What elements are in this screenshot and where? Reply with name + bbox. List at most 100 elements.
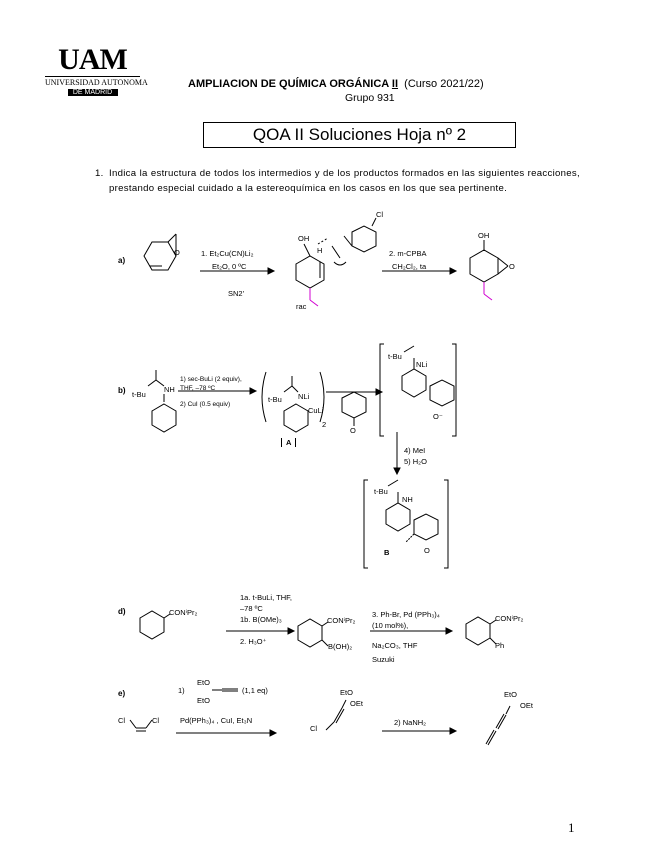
boronic-amide: CONⁱPr₂ <box>327 616 356 625</box>
alkyne <box>487 730 497 746</box>
peracid <box>343 235 353 247</box>
reagent-e1-equiv: (1,1 eq) <box>242 686 268 695</box>
alkyne <box>333 707 343 723</box>
reagent-eto-bottom: EtO <box>197 696 210 705</box>
phenyl-ring <box>151 403 177 433</box>
product-B-label: B <box>384 548 390 557</box>
bracket-left <box>379 343 384 437</box>
methyl-bond <box>405 533 415 543</box>
product-eto: EtO <box>504 690 517 699</box>
reagent-b2: 2) CuI (0.5 equiv) <box>180 401 231 408</box>
racemic-label: rac <box>296 302 307 311</box>
reaction-e-label: e) <box>118 689 126 698</box>
course-title: AMPLIACION DE QUÍMICA ORGÁNICA II (Curso… <box>188 78 484 90</box>
intermediate-A-label: A <box>281 438 297 447</box>
reagent-b1-conditions: THF, –78 ºC <box>180 385 216 392</box>
carbonyl-chain <box>147 379 157 387</box>
suzuki-label: Suzuki <box>372 655 395 664</box>
reagent-a2-conditions: CH₂Cl₂, ta <box>392 262 427 271</box>
reaction-d-label: d) <box>118 607 126 616</box>
intermediate-eto: EtO <box>340 688 353 697</box>
product-tbu: t-Bu <box>374 487 388 496</box>
alkyne <box>497 714 507 730</box>
enolate-o-minus: O⁻ <box>433 412 443 421</box>
intermediate-oet: OEt <box>350 699 363 708</box>
aryl-ring <box>283 403 309 433</box>
alkyne <box>485 729 495 745</box>
product-oh: OH <box>478 231 490 240</box>
oh-bond <box>303 243 311 257</box>
course-name: AMPLIACION DE QUÍMICA ORGÁNICA <box>188 78 392 90</box>
carbonyl-chain <box>387 479 399 487</box>
vinyl-bond <box>129 719 137 729</box>
arrowhead <box>393 467 401 476</box>
enolate-nli: NLi <box>416 360 428 369</box>
reagent-d1b: 1b. B(OMe)₃ <box>240 615 282 624</box>
reagent-b4: 4) MeI <box>404 446 426 455</box>
arrowhead <box>449 267 458 275</box>
carbonyl-chain <box>403 345 415 353</box>
product-oet: OEt <box>520 701 533 710</box>
cyclohexenone-o: O <box>350 426 356 435</box>
reagent-e2: 2) NaNH₂ <box>394 718 427 727</box>
product-ring <box>469 249 499 283</box>
epoxide-bond <box>167 233 177 243</box>
question-text: Indica la estructura de todos los interm… <box>109 168 580 194</box>
intermediate-tbu: t-Bu <box>268 395 282 404</box>
reaction-a-label: a) <box>118 256 126 265</box>
intermediate-culi: CuLi <box>308 406 324 415</box>
tbu-label: t-Bu <box>132 390 146 399</box>
course-roman: II <box>391 78 399 90</box>
arrowhead <box>249 387 258 395</box>
question-number: 1. <box>95 168 104 179</box>
epoxide-bond <box>497 257 509 267</box>
reagent-d3: 3. Ph-Br, Pd (PPh₃)₄ <box>372 610 440 619</box>
reagent-d1a: 1a. t-BuLi, THF, <box>240 593 292 602</box>
h-bond <box>317 237 329 245</box>
peracid <box>331 245 341 259</box>
intermediate-h: H <box>317 246 323 255</box>
university-logo: UAM UNIVERSIDAD AUTONOMA DE MADRID <box>45 43 148 97</box>
course-year: (Curso 2021/22) <box>404 78 484 90</box>
logo-mark: UAM <box>58 43 128 76</box>
curved-arrow <box>333 261 347 266</box>
reagent-a2: 2. m-CPBA <box>389 249 427 258</box>
bracket-right <box>452 343 457 437</box>
arrowhead <box>445 627 454 635</box>
cl-right: Cl <box>152 716 160 725</box>
boronic-acid: B(OH)₂ <box>328 642 353 651</box>
reagent-a1-conditions: Et₂O, 0 ºC <box>212 262 247 271</box>
c-n-bond <box>155 379 165 387</box>
arrowhead <box>267 267 276 275</box>
bracket-left <box>363 479 368 569</box>
logo-university-name: UNIVERSIDAD AUTONOMA <box>45 76 148 87</box>
cyclohexenone <box>341 391 367 419</box>
reagent-eto-top: EtO <box>197 678 210 687</box>
arrowhead <box>269 729 278 737</box>
reaction-b-label: b) <box>118 386 126 395</box>
page-title: QOA II Soluciones Hoja nº 2 <box>203 122 516 148</box>
epoxide-bond <box>497 265 509 275</box>
group-label: Grupo 931 <box>345 92 395 104</box>
ethyl-group <box>483 293 493 301</box>
carbonyl-chain <box>283 385 293 393</box>
benzene-ring <box>297 618 323 648</box>
reagent-a1: 1. Et₂Cu(CN)Li₂ <box>201 249 254 258</box>
nh-label: NH <box>164 385 175 394</box>
biphenyl-ring <box>465 616 491 646</box>
mechanism-label: SN2' <box>228 289 245 298</box>
reagent-d1a-temp: –78 ºC <box>240 604 263 613</box>
arrowhead <box>375 388 384 396</box>
enolate-tbu: t-Bu <box>388 352 402 361</box>
cuprate-subscript: 2 <box>322 420 327 429</box>
bracket-left <box>261 371 267 423</box>
cl-bond <box>371 217 377 227</box>
cyclohexene-ring <box>143 241 177 271</box>
reagent-e1: 1) <box>178 686 185 695</box>
product-nh: NH <box>402 495 413 504</box>
chloro-label: Cl <box>376 210 384 219</box>
logo-city: DE MADRID <box>67 89 118 96</box>
product-phenyl: Ph <box>495 641 505 650</box>
arrowhead <box>449 727 458 735</box>
page-number: 1 <box>568 820 575 835</box>
